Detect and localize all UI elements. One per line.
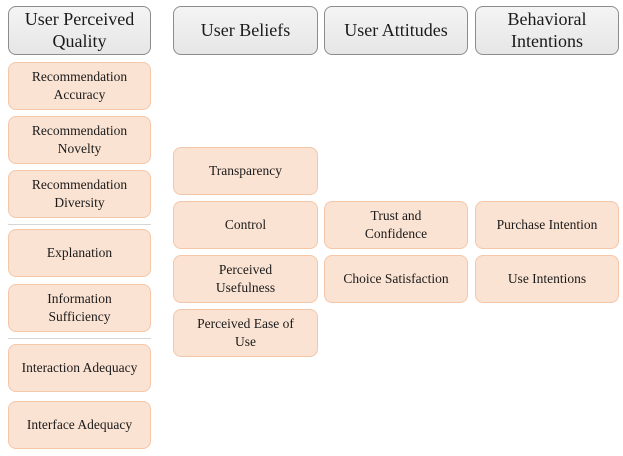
box-perceived-usefulness: Perceived Usefulness [173,255,318,303]
box-explanation: Explanation [8,229,151,277]
header-user-perceived-quality: User Perceived Quality [8,6,151,55]
group-divider-2 [8,338,151,339]
box-trust-and-confidence: Trust and Confidence [324,201,468,249]
box-interaction-adequacy: Interaction Adequacy [8,344,151,392]
box-use-intentions: Use Intentions [475,255,619,303]
box-information-sufficiency: Information Sufficiency [8,284,151,332]
box-recommendation-accuracy: Recommendation Accuracy [8,62,151,110]
box-transparency: Transparency [173,147,318,195]
box-choice-satisfaction: Choice Satisfaction [324,255,468,303]
box-perceived-ease-of-use: Perceived Ease of Use [173,309,318,357]
box-recommendation-diversity: Recommendation Diversity [8,170,151,218]
group-divider-1 [8,224,151,225]
header-behavioral-intentions: Behavioral Intentions [475,6,619,55]
box-control: Control [173,201,318,249]
header-user-attitudes: User Attitudes [324,6,468,55]
box-interface-adequacy: Interface Adequacy [8,401,151,449]
header-user-beliefs: User Beliefs [173,6,318,55]
box-recommendation-novelty: Recommendation Novelty [8,116,151,164]
box-purchase-intention: Purchase Intention [475,201,619,249]
